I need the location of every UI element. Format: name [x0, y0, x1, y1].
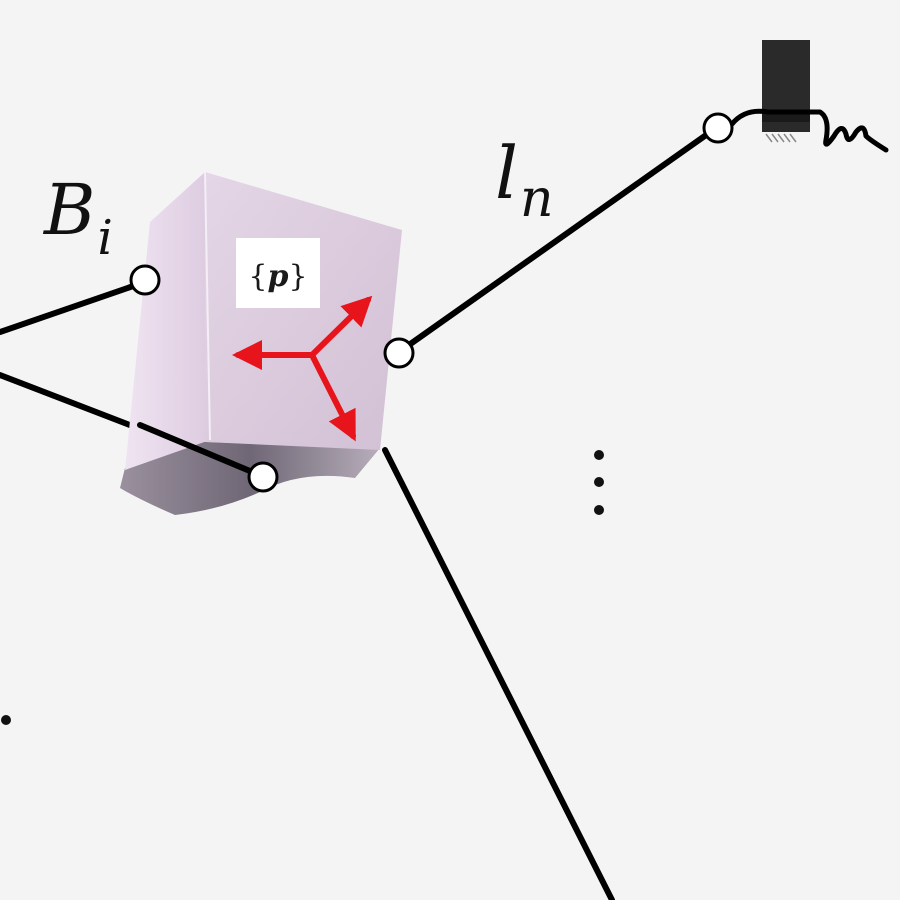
joint-platform-bottom — [247, 461, 279, 493]
joint-platform-right — [383, 337, 415, 369]
platform-front-face — [205, 172, 402, 450]
platform-frame-label: {p} — [236, 238, 320, 308]
label-b-i: Bi — [42, 169, 113, 266]
continuation-dot — [1, 715, 11, 725]
frame-brace-close: } — [288, 259, 307, 294]
joint-b-i — [129, 264, 161, 296]
label-l-n: ln — [495, 131, 554, 229]
vertical-ellipsis-icon — [594, 450, 604, 515]
svg-text:{p}: {p} — [248, 259, 307, 294]
cable-left-upper — [0, 279, 148, 335]
cable-ln — [396, 125, 719, 355]
anchor-winch-icon — [729, 40, 889, 153]
coordinate-axes-icon — [232, 295, 373, 442]
joint-anchor — [702, 112, 734, 144]
cable-left-lower-front — [137, 422, 265, 479]
frame-symbol: p — [268, 259, 289, 294]
spring-icon — [729, 108, 889, 153]
cable-bottom — [382, 447, 615, 900]
platform-side-face — [125, 172, 210, 470]
frame-brace-open: { — [248, 259, 267, 294]
